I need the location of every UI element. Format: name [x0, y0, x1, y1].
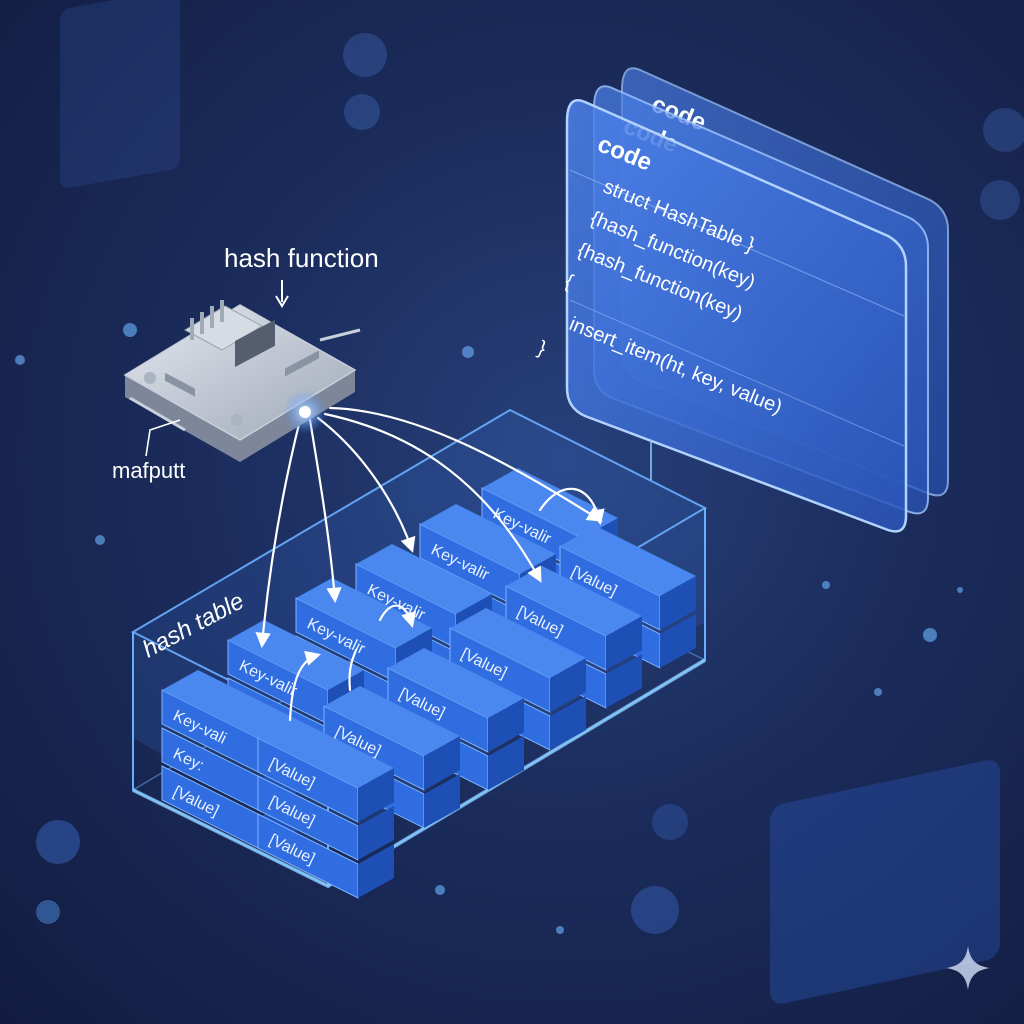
- code-panel-front: code struct HashTable } {hash_function(k…: [535, 99, 908, 533]
- bucket-cell-top: [482, 468, 618, 538]
- bucket-cell-side: [550, 696, 586, 750]
- bucket-cell-side: [358, 844, 394, 898]
- bucket-cell-side: [424, 774, 460, 828]
- hash-function-label: hash function: [224, 243, 379, 273]
- bucket-cell-side: [358, 768, 394, 822]
- bucket-cell-side: [660, 576, 696, 630]
- bucket-cell-side: [424, 736, 460, 790]
- hash-arrows: [255, 406, 605, 722]
- bucket-cell-top: [324, 686, 460, 756]
- arrow-down-icon: [275, 280, 289, 308]
- bucket-cell-side: [606, 654, 642, 708]
- arrow-to-bucket-3: [316, 416, 416, 553]
- bucket-cell-top: [420, 504, 556, 574]
- arrow-to-bucket-5: [328, 406, 603, 522]
- bucket-cell-top: [162, 670, 298, 740]
- bucket-cell-side: [550, 658, 586, 712]
- bucket-cell-top: [258, 718, 394, 788]
- arrow-to-bucket-2: [308, 418, 342, 604]
- bucket-cell-top: [506, 566, 642, 636]
- bucket-cell-side: [488, 736, 524, 790]
- bucket-cell-top: [388, 648, 524, 718]
- code-panel-stack: code code code struct HashTable } {hash_…: [535, 67, 949, 533]
- arrow-chain-3: [288, 650, 321, 722]
- arrow-chain-2: [378, 604, 417, 628]
- hash-table-cells: Key-valirKey:[Value][Value]Key-valirKey:…: [161, 468, 696, 899]
- component-label: mafputt: [112, 458, 185, 483]
- bucket-cell-side: [660, 614, 696, 668]
- hash-bucket-6: [Value][Value]: [449, 608, 586, 751]
- chip-icon: [123, 300, 361, 462]
- bucket-cell-top: [450, 608, 586, 678]
- bucket-cell-top: [560, 526, 696, 596]
- arrow-to-bucket-4: [323, 412, 542, 583]
- background-bokeh: [15, 0, 1024, 1004]
- arrow-chain-1: [538, 487, 605, 525]
- code-line-6: }: [535, 337, 550, 360]
- component-leader-line: [145, 419, 181, 457]
- arrow-to-bucket-1: [255, 418, 302, 649]
- arrow-chain-4: [348, 648, 358, 692]
- sparkle-icon: [946, 946, 990, 990]
- bucket-cell-side: [606, 616, 642, 670]
- hash-bucket-12: [Value][Value][Value]: [257, 718, 394, 899]
- bucket-cell-side: [358, 806, 394, 860]
- bucket-cell-top: [356, 544, 492, 614]
- bucket-cell-side: [488, 698, 524, 752]
